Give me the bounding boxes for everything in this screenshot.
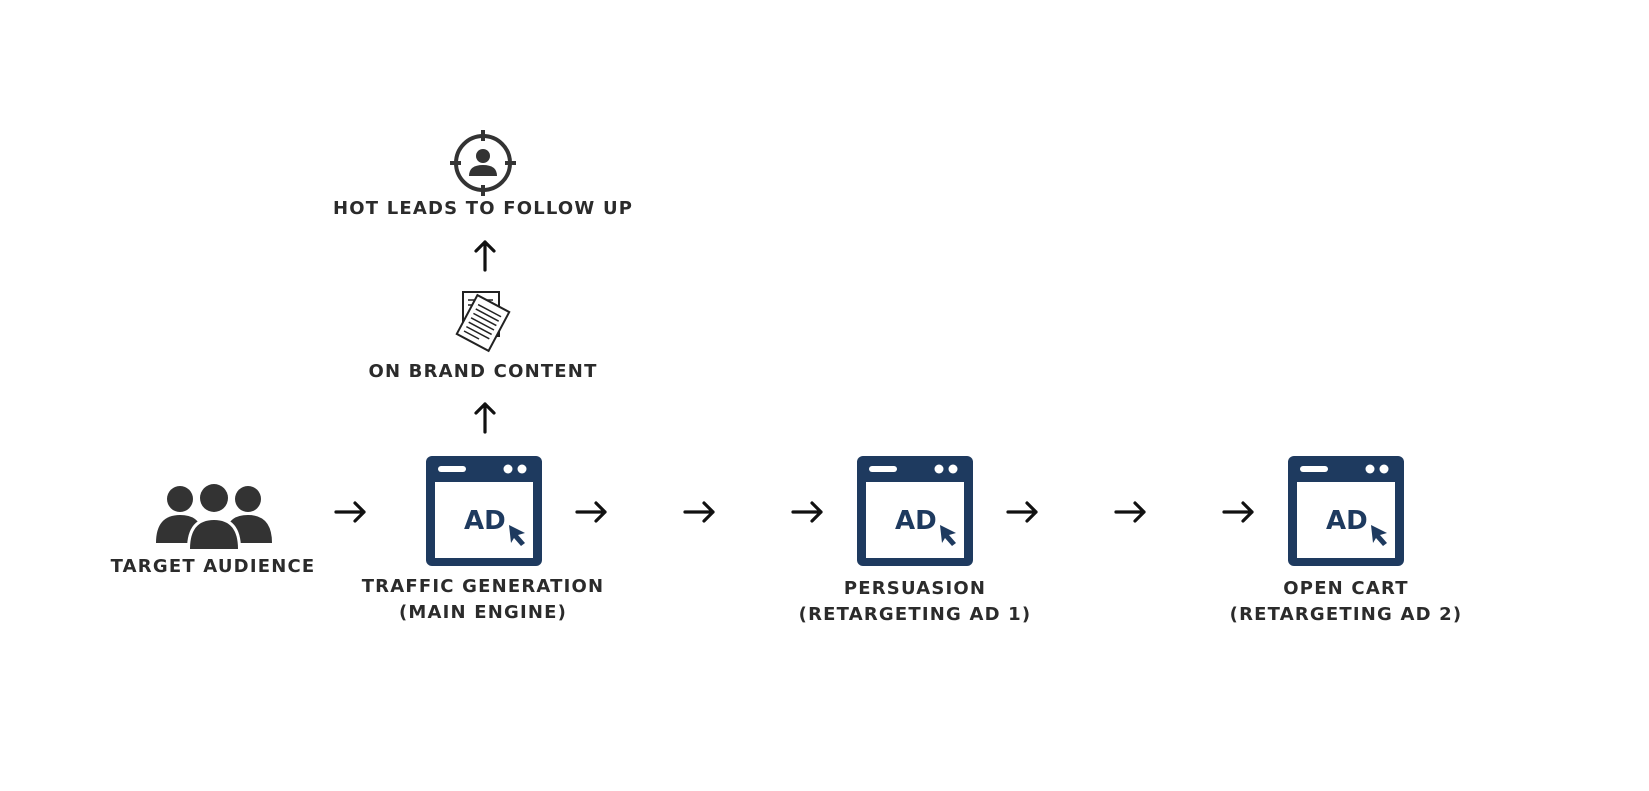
arrow-right-icon: [791, 500, 825, 524]
ad-window-icon: AD: [426, 456, 542, 566]
persuasion-subtitle: (RETARGETING AD 1): [798, 604, 1032, 625]
persuasion-title: PERSUASION: [843, 578, 987, 599]
traffic-generation-label: TRAFFIC GENERATION (MAIN ENGINE): [333, 574, 633, 626]
ad-text: AD: [464, 506, 506, 536]
traffic-generation-title: TRAFFIC GENERATION: [361, 576, 605, 597]
hot-leads-label: HOT LEADS TO FOLLOW UP: [333, 198, 634, 219]
arrow-right-icon: [1114, 500, 1148, 524]
arrow-right-icon: [575, 500, 609, 524]
open-cart-label: OPEN CART (RETARGETING AD 2): [1196, 576, 1496, 628]
on-brand-content-label: ON BRAND CONTENT: [368, 361, 598, 382]
arrow-up-icon: [473, 238, 497, 272]
arrow-up-icon: [473, 400, 497, 434]
ad-window-icon: AD: [857, 456, 973, 566]
people-group-icon: [155, 481, 273, 551]
arrow-right-icon: [334, 500, 368, 524]
persuasion-label: PERSUASION (RETARGETING AD 1): [765, 576, 1065, 628]
ad-window-icon: AD: [1288, 456, 1404, 566]
arrow-right-icon: [1006, 500, 1040, 524]
documents-icon: [451, 289, 515, 353]
ad-text: AD: [895, 506, 937, 536]
arrow-right-icon: [1222, 500, 1256, 524]
traffic-generation-subtitle: (MAIN ENGINE): [398, 602, 568, 623]
ad-text: AD: [1326, 506, 1368, 536]
target-audience-label: TARGET AUDIENCE: [110, 556, 316, 577]
open-cart-title: OPEN CART: [1283, 578, 1409, 599]
arrow-right-icon: [683, 500, 717, 524]
open-cart-subtitle: (RETARGETING AD 2): [1229, 604, 1463, 625]
target-person-icon: [449, 129, 517, 197]
